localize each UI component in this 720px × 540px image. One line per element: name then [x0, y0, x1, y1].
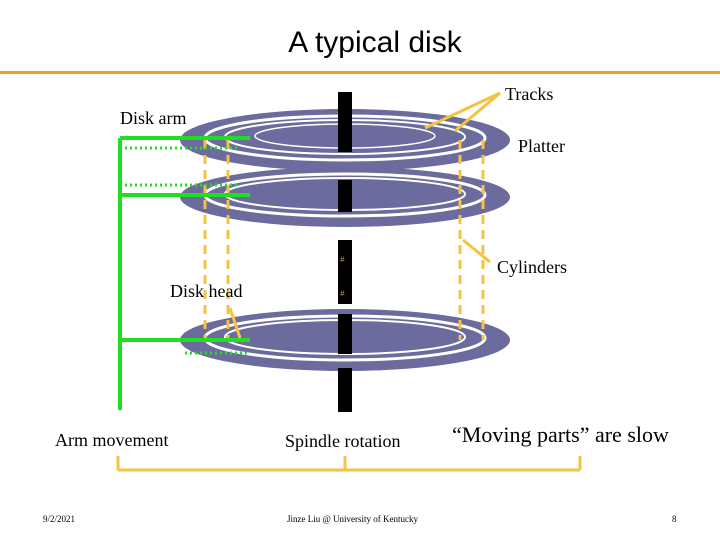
spindle-rotation-label: Spindle rotation: [285, 431, 401, 451]
footer-author: Jinze Liu @ University of Kentucky: [287, 514, 419, 524]
spindle-middle: [338, 240, 352, 304]
disk-head-label: Disk head: [170, 281, 243, 301]
title-underline: [0, 71, 720, 74]
cylinders-label: Cylinders: [497, 257, 567, 277]
platter-3: [180, 309, 510, 371]
arm-movement-label: Arm movement: [55, 430, 169, 450]
platter-1: [180, 92, 510, 171]
callout-lines: [228, 91, 501, 339]
platter-label: Platter: [518, 136, 565, 156]
svg-text:#: #: [340, 256, 345, 265]
disk-arm-dotted: [120, 146, 250, 355]
platter-2: [180, 167, 510, 227]
disk-arm-label: Disk arm: [120, 108, 187, 128]
bottom-bracket: [116, 456, 582, 472]
page-number: 8: [672, 514, 677, 524]
svg-text:#: #: [340, 290, 345, 299]
spindle-bottom: [338, 368, 352, 412]
slide-title: A typical disk: [288, 26, 462, 59]
footer-date: 9/2/2021: [43, 514, 76, 524]
cylinder-lines: [203, 140, 485, 340]
tracks-label: Tracks: [505, 84, 554, 104]
disk-arm: [118, 136, 250, 410]
moving-parts-label: “Moving parts” are slow: [452, 422, 669, 447]
